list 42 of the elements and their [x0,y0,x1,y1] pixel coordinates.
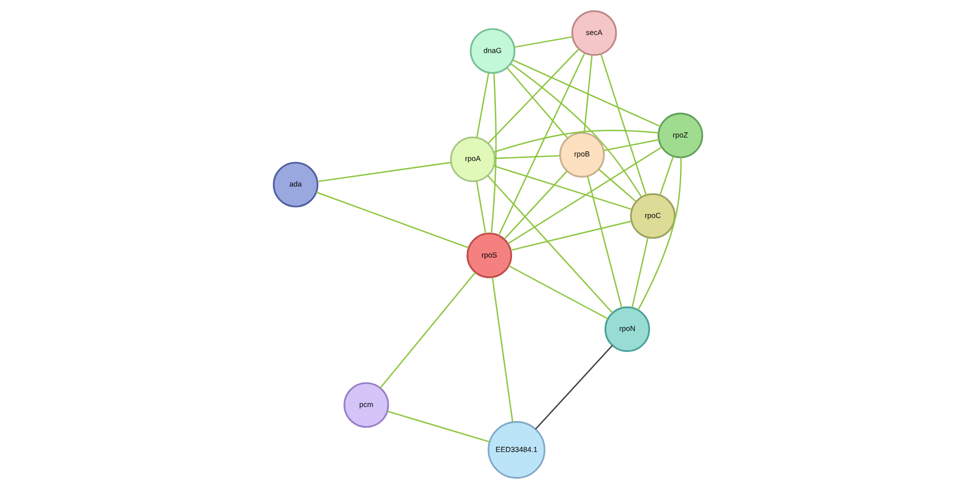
connector [493,165,632,210]
connector [490,72,496,234]
connector [508,265,608,320]
connector [600,54,646,196]
connector [586,176,622,308]
node-circle: EED33484.1 [487,421,545,479]
connector [598,168,636,202]
connector [630,237,648,308]
node-circle: rpoB [558,132,604,178]
connector [494,155,560,160]
node-circle: secA [570,10,616,56]
connector [316,192,468,248]
connector [386,410,490,442]
connector [506,67,568,139]
node-circle: rpoS [466,232,512,278]
connector [534,345,612,430]
connector [486,175,613,314]
node-circle: rpoN [604,306,650,352]
node-circle: rpoZ [657,112,703,158]
connector [316,162,451,182]
connector [583,55,592,134]
connector [658,156,674,196]
connector [379,272,476,388]
connector [510,63,642,198]
node-circle: dnaG [469,28,515,74]
connector [487,48,579,144]
node-circle: rpoA [450,136,496,182]
connector [507,146,662,244]
connector [476,72,489,138]
connector [503,170,568,240]
node-circle: rpoC [630,193,676,239]
connector [492,130,658,153]
connector [498,52,585,236]
connector [512,59,660,127]
connector [510,220,632,251]
connector [514,36,572,48]
node-circle: pcm [343,382,389,428]
connector [491,277,513,422]
connector [636,157,682,310]
node-circle: ada [272,162,318,208]
connector [602,139,658,152]
connector [475,181,486,234]
